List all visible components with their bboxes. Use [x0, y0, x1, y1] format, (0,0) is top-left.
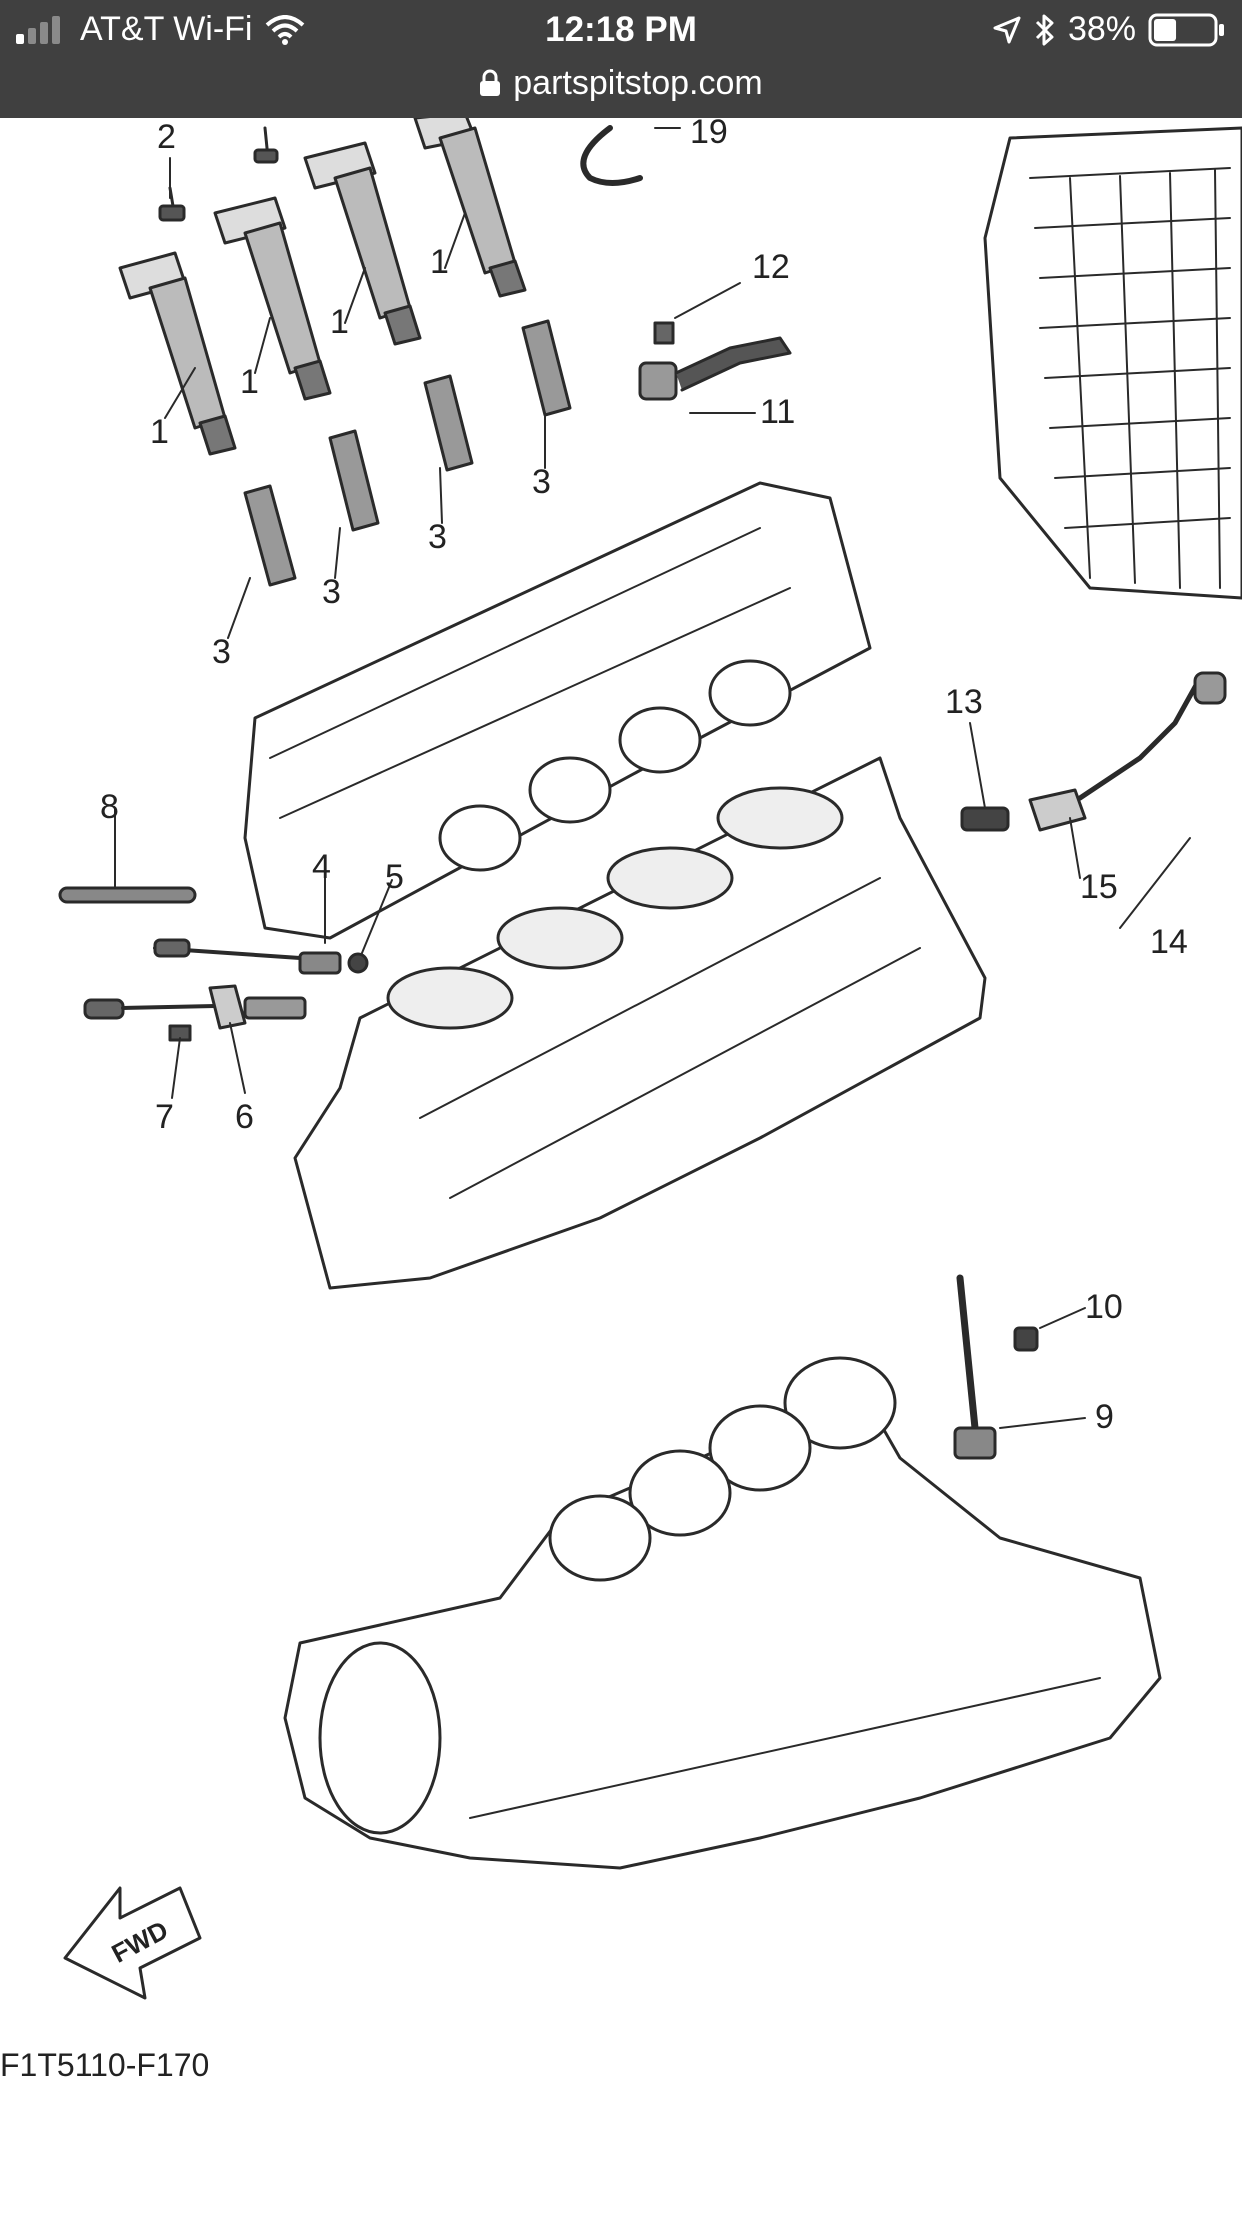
status-left: AT&T Wi-Fi	[16, 10, 305, 49]
o2-sensor	[953, 1274, 1039, 1460]
battery-percent: 38%	[1067, 10, 1136, 48]
callout-15: 15	[1080, 868, 1118, 906]
url-domain: partspitstop.com	[513, 63, 763, 102]
status-bar: AT&T Wi-Fi 12:18 PM 38%	[0, 0, 1242, 62]
bluetooth-icon	[1035, 14, 1054, 45]
cylinder-block	[293, 756, 987, 1290]
callout-8: 8	[100, 788, 119, 826]
callout-1a: 1	[150, 413, 169, 451]
exhaust-manifold	[283, 1356, 1162, 1870]
callout-3c: 3	[428, 518, 447, 556]
spark-plug	[243, 319, 572, 587]
battery-icon	[1148, 13, 1224, 46]
hose-19	[580, 125, 643, 186]
lock-icon	[480, 69, 501, 96]
stud-bolt	[58, 886, 197, 904]
callout-14: 14	[1150, 923, 1188, 961]
temp-sensor	[153, 938, 369, 975]
knock-sensor	[83, 984, 307, 1042]
callout-4: 4	[312, 848, 331, 886]
callout-11: 11	[760, 393, 795, 431]
browser-chrome: AT&T Wi-Fi 12:18 PM 38%	[0, 0, 1242, 118]
callout-1b: 1	[240, 363, 259, 401]
leader-lines	[114, 127, 1191, 1429]
radiator	[983, 126, 1242, 600]
cam-sensor	[638, 321, 792, 401]
ignition-coil-4	[413, 111, 527, 298]
callout-6: 6	[235, 1098, 254, 1136]
address-bar[interactable]: partspitstop.com	[0, 58, 1242, 108]
callout-13: 13	[945, 683, 983, 721]
status-right: 38%	[992, 10, 1226, 49]
callout-3d: 3	[532, 463, 551, 501]
signal-icon	[16, 15, 60, 44]
callout-12: 12	[752, 248, 790, 286]
callout-3a: 3	[212, 633, 231, 671]
callout-1d: 1	[430, 243, 449, 281]
callout-19: 19	[690, 118, 728, 151]
location-icon	[993, 16, 1021, 43]
figure-code: F1T5110-F170	[0, 2047, 209, 2083]
callout-1c: 1	[330, 303, 349, 341]
wifi-icon	[265, 14, 304, 45]
callout-labels: 1 1 1 1 2 3 3 3 3 4 5 6 7 8 9 10 11 12 1…	[100, 113, 1188, 1436]
ignition-coil-1	[118, 251, 237, 456]
callout-3b: 3	[322, 573, 341, 611]
callout-9: 9	[1095, 1398, 1114, 1436]
side-sensor	[960, 671, 1227, 832]
callout-10: 10	[1085, 1288, 1123, 1326]
callout-2: 2	[157, 118, 176, 156]
ignition-coil-3	[303, 141, 422, 346]
ignition-coil-2	[213, 196, 332, 401]
cylinder-head	[243, 481, 872, 940]
fwd-arrow-icon	[63, 1886, 202, 2000]
clock: 12:18 PM	[545, 10, 697, 49]
callout-7: 7	[155, 1098, 174, 1136]
parts-diagram: 1 1 1 1 2 3 3 3 3 4 5 6 7 8 9 10 11 12 1…	[0, 111, 1242, 2208]
carrier-label: AT&T Wi-Fi	[80, 10, 253, 48]
callout-5: 5	[385, 858, 404, 896]
